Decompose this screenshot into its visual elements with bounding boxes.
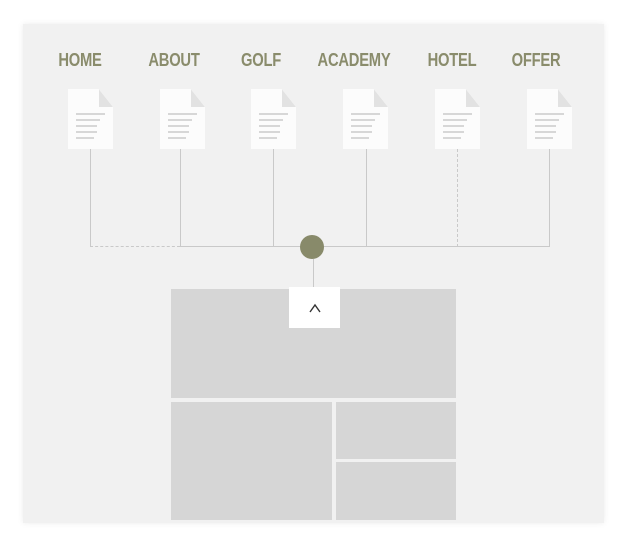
- connector-hotel: [457, 149, 458, 247]
- hub-stem: [313, 259, 314, 288]
- nav-label-golf[interactable]: GOLF: [240, 50, 282, 70]
- connector-home: [90, 149, 91, 247]
- chevron-up-icon: [308, 303, 321, 312]
- document-icon[interactable]: [435, 89, 480, 149]
- nav-label-academy[interactable]: ACADEMY: [317, 50, 391, 70]
- hub-node: [300, 235, 324, 259]
- connector-golf: [273, 149, 274, 247]
- nav-label-home[interactable]: HOME: [58, 50, 102, 70]
- nav-label-hotel[interactable]: HOTEL: [427, 50, 477, 70]
- scroll-up-button[interactable]: [289, 287, 340, 328]
- nav-label-offer[interactable]: OFFER: [511, 50, 561, 70]
- connector-bus-left: [90, 246, 180, 247]
- connector-academy: [366, 149, 367, 247]
- content-block-left: [171, 402, 332, 520]
- nav-label-about[interactable]: ABOUT: [148, 50, 200, 70]
- content-block-right-bottom: [336, 462, 456, 520]
- connector-bus: [180, 246, 550, 247]
- content-block-right-top: [336, 402, 456, 459]
- document-icon[interactable]: [68, 89, 113, 149]
- connector-about: [180, 149, 181, 247]
- connector-offer: [549, 149, 550, 247]
